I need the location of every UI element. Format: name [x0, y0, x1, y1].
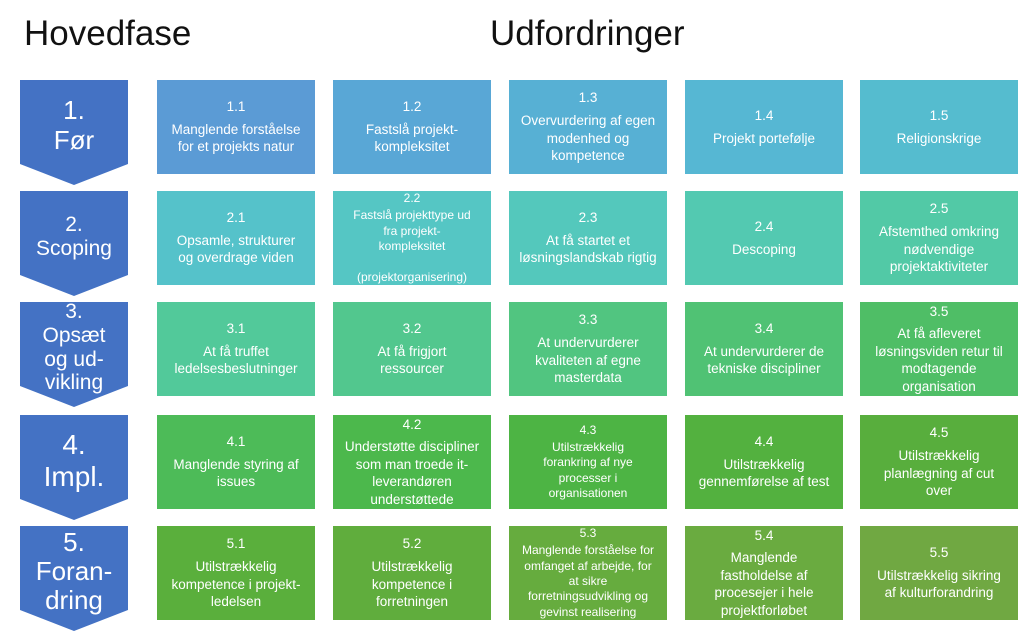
challenge-text: Manglende fastholdelse af procesejer i h…: [714, 550, 814, 618]
challenge-text: Utilstrækkelig gennemførelse af test: [698, 456, 830, 490]
challenge-text: Utilstrækkelig sikring af kulturforandri…: [877, 567, 1001, 601]
phase-chevron: 5. Foran- dring: [20, 526, 128, 631]
challenge-number: 5.4: [754, 527, 774, 543]
challenge-number: 5.1: [226, 536, 246, 552]
challenge-text: Overvurdering af egen modenhed og kompet…: [520, 112, 656, 164]
challenge-text: Fastslå projekttype ud fra projekt- komp…: [353, 208, 471, 284]
phase-chevron: 3. Opsæt og ud- vikling: [20, 302, 128, 407]
challenge-text: Utilstrækkelig kompetence i forretningen: [371, 558, 453, 610]
challenge-text: Manglende forståelse for omfanget af arb…: [521, 543, 655, 619]
challenge-box: 3.1 At få truffet ledelsesbeslutninger: [157, 302, 315, 396]
challenges-column-heading: Udfordringer: [490, 14, 685, 53]
challenge-text: Projekt portefølje: [712, 130, 816, 146]
challenge-text: Utilstrækkelig kompetence i projekt- led…: [171, 558, 301, 610]
challenge-number: 3.2: [402, 321, 422, 337]
phase-chevron: 4. Impl.: [20, 415, 128, 520]
phase-label: 5. Foran- dring: [35, 526, 113, 616]
challenge-box: 3.3 At undervurderer kvaliteten af egne m…: [509, 302, 667, 396]
challenge-text: Descoping: [732, 241, 796, 257]
challenge-text: Utilstrækkelig planlægning af cut over: [883, 447, 995, 499]
challenge-number: 1.4: [754, 107, 774, 123]
phase-label: 1. Før: [53, 95, 95, 155]
challenge-box: 2.3 At få startet et løsningslandskab rig…: [509, 191, 667, 285]
challenge-text: At undervurderer de tekniske discipliner: [703, 343, 825, 377]
phase-label: 3. Opsæt og ud- vikling: [42, 300, 106, 395]
challenge-box: 3.4 At undervurderer de tekniske discipli…: [685, 302, 843, 396]
challenge-text: Opsamle, strukturer og overdrage viden: [176, 232, 296, 266]
challenge-text: Manglende styring af issues: [173, 456, 299, 490]
challenge-text: Understøtte discipliner som man troede i…: [344, 439, 480, 507]
challenge-number: 2.3: [578, 210, 598, 226]
challenge-number: 1.5: [929, 107, 949, 123]
challenge-text: Manglende forståelse for et projekts nat…: [171, 121, 301, 155]
challenge-text: At få afleveret løsningsviden retur til …: [875, 326, 1003, 394]
phase-column-heading: Hovedfase: [24, 14, 192, 53]
challenge-number: 1.3: [578, 90, 598, 106]
challenge-number: 4.4: [754, 434, 774, 450]
challenge-number: 2.1: [226, 210, 246, 226]
challenge-number: 4.2: [402, 416, 422, 432]
challenge-number: 4.3: [579, 422, 597, 437]
phase-chevron: 1. Før: [20, 80, 128, 185]
challenge-text: Religionskrige: [896, 130, 982, 146]
challenge-number: 5.3: [579, 526, 597, 540]
challenge-number: 3.5: [929, 303, 949, 319]
phase-label: 2. Scoping: [36, 212, 112, 260]
challenge-number: 4.1: [226, 434, 246, 450]
challenge-text: At få frigjort ressourcer: [377, 343, 447, 377]
phase-label: 4. Impl.: [43, 429, 105, 492]
challenge-text: At undervurderer kvaliteten af egne mast…: [535, 334, 641, 386]
challenge-number: 1.2: [402, 99, 422, 115]
challenge-number: 2.4: [754, 218, 774, 234]
challenge-text: At få startet et løsningslandskab rigtig: [519, 232, 657, 266]
challenge-number: 3.1: [226, 321, 246, 337]
phase-chevron: 2. Scoping: [20, 191, 128, 296]
challenge-number: 2.5: [929, 201, 949, 217]
challenge-number: 1.1: [226, 99, 246, 115]
challenge-number: 2.2: [403, 191, 421, 205]
challenge-text: At få truffet ledelsesbeslutninger: [174, 343, 298, 377]
challenge-number: 4.5: [929, 425, 949, 441]
challenge-text: Afstemthed omkring nødvendige projektakt…: [878, 223, 1000, 275]
challenge-number: 3.4: [754, 321, 774, 337]
challenge-text: Utilstrækkelig forankring af nye process…: [543, 439, 633, 501]
challenge-box: 3.5 At få afleveret løsningsviden retur t…: [860, 302, 1018, 396]
challenge-number: 5.5: [929, 545, 949, 561]
challenge-number: 3.3: [578, 312, 598, 328]
challenge-text: Fastslå projekt- kompleksitet: [365, 121, 459, 155]
challenge-number: 5.2: [402, 536, 422, 552]
challenge-box: 3.2 At få frigjort ressourcer: [333, 302, 491, 396]
